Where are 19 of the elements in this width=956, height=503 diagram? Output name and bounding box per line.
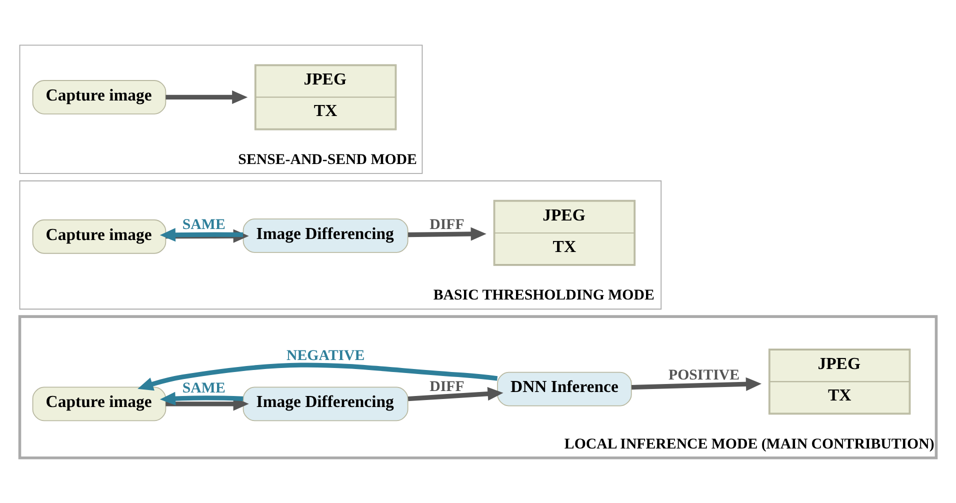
edge-label: NEGATIVE [286,348,365,364]
node-box: DNN Inference [497,372,632,406]
node-box: Capture image [32,80,166,114]
edge-label: POSITIVE [668,368,740,384]
arrow [408,387,504,402]
node-box: Capture image [32,219,166,254]
arrow [408,227,486,241]
edge-label: SAME [182,217,226,234]
arrow [160,228,244,242]
node-box: Capture image [32,386,166,422]
edge-label: SAME [182,380,226,397]
edge-label: DIFF [430,378,464,395]
node-box: Image Differencing [242,386,408,422]
arrow [138,362,498,391]
arrow [166,90,248,104]
node-box: Image Differencing [242,218,408,253]
arrow [631,377,762,391]
arrow [160,392,244,406]
edge-label: DIFF [430,217,464,234]
